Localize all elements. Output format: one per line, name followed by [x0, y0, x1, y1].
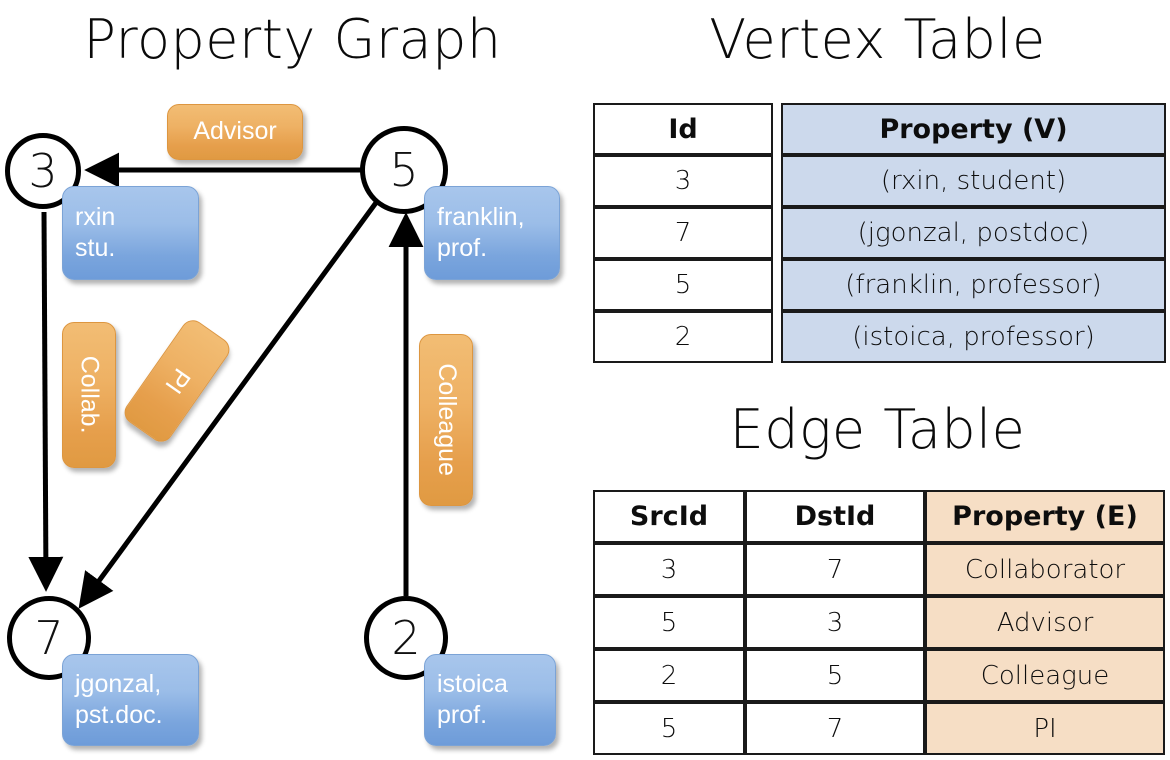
table-row[interactable]: 7 (jgonzal, postdoc)	[593, 207, 1166, 259]
table-row[interactable]: 2 (istoica, professor)	[593, 311, 1166, 363]
page-title-edge-table: Edge Table	[729, 398, 1026, 461]
graph-node-2-id: 2	[391, 611, 421, 665]
edge-row-3-property: PI	[925, 702, 1165, 755]
vertex-table-header-row: Id Property (V)	[593, 103, 1166, 155]
edge-tag-collab-text: Collab.	[75, 356, 104, 434]
page-title-vertex-table: Vertex Table	[709, 8, 1046, 71]
vertex-tag-istoica-line1: istoica	[437, 669, 508, 698]
table-row[interactable]: 5 (franklin, professor)	[593, 259, 1166, 311]
vertex-row-0-property: (rxin, student)	[781, 155, 1166, 207]
vertex-tag-franklin[interactable]: franklin, prof.	[424, 186, 560, 280]
vertex-tag-jgonzal[interactable]: jgonzal, pst.doc.	[62, 654, 199, 746]
edge-row-1-dst: 3	[745, 596, 925, 649]
vertex-table-column-gap	[773, 155, 781, 207]
page-title-property-graph: Property Graph	[83, 8, 502, 71]
edge-row-2-dst: 5	[745, 649, 925, 702]
edge-tag-pi-text: PI	[159, 363, 196, 400]
vertex-tag-istoica-line2: prof.	[437, 701, 488, 729]
table-row[interactable]: 5 7 PI	[593, 702, 1165, 755]
property-graph-canvas	[28, 152, 424, 609]
vertex-tag-jgonzal-line2: pst.doc.	[75, 701, 163, 729]
graph-node-3-id: 3	[28, 144, 58, 198]
table-row[interactable]: 3 (rxin, student)	[593, 155, 1166, 207]
vertex-table-column-gap	[773, 103, 781, 155]
edge-5-to-7-pi	[78, 198, 381, 609]
vertex-row-1-property: (jgonzal, postdoc)	[781, 207, 1166, 259]
vertex-tag-franklin-line1: franklin,	[437, 202, 525, 231]
edge-tag-colleague[interactable]: Colleague	[419, 334, 473, 506]
graph-node-5[interactable]: 5	[360, 126, 448, 214]
edge-row-2-property: Colleague	[925, 649, 1165, 702]
vertex-row-0-id: 3	[593, 155, 773, 207]
edge-row-0-property: Collaborator	[925, 543, 1165, 596]
vertex-tag-jgonzal-line1: jgonzal,	[75, 669, 162, 698]
vertex-row-2-property: (franklin, professor)	[781, 259, 1166, 311]
vertex-table-column-gap	[773, 311, 781, 363]
vertex-tag-rxin[interactable]: rxin stu.	[62, 186, 199, 280]
graph-node-2[interactable]: 2	[364, 596, 448, 680]
vertex-table-header-property: Property (V)	[781, 103, 1166, 155]
edge-tag-advisor[interactable]: Advisor	[167, 104, 303, 160]
table-row[interactable]: 3 7 Collaborator	[593, 543, 1165, 596]
edge-row-0-dst: 7	[745, 543, 925, 596]
edge-row-3-src: 5	[593, 702, 745, 755]
edge-table-header-dstid: DstId	[745, 490, 925, 543]
vertex-row-3-id: 2	[593, 311, 773, 363]
edge-row-3-dst: 7	[745, 702, 925, 755]
edge-table: SrcId DstId Property (E) 3 7 Collaborato…	[593, 490, 1165, 755]
vertex-tag-istoica[interactable]: istoica prof.	[424, 654, 556, 746]
vertex-table-column-gap	[773, 259, 781, 311]
vertex-row-3-property: (istoica, professor)	[781, 311, 1166, 363]
edge-row-2-src: 2	[593, 649, 745, 702]
vertex-table-column-gap	[773, 207, 781, 259]
graph-node-7-id: 7	[34, 611, 64, 665]
vertex-tag-franklin-line2: prof.	[437, 234, 488, 262]
edge-table-header-row: SrcId DstId Property (E)	[593, 490, 1165, 543]
vertex-table-header-id: Id	[593, 103, 773, 155]
vertex-row-1-id: 7	[593, 207, 773, 259]
table-row[interactable]: 2 5 Colleague	[593, 649, 1165, 702]
edge-table-header-property: Property (E)	[925, 490, 1165, 543]
edge-tag-colleague-text: Colleague	[432, 363, 461, 477]
edge-tag-collab[interactable]: Collab.	[62, 322, 116, 468]
edge-row-0-src: 3	[593, 543, 745, 596]
vertex-table: Id Property (V) 3 (rxin, student) 7 (jgo…	[593, 103, 1166, 363]
graph-node-5-id: 5	[389, 143, 419, 197]
edge-3-to-7-collab	[28, 211, 64, 592]
vertex-tag-rxin-line1: rxin	[75, 202, 116, 231]
edge-row-1-property: Advisor	[925, 596, 1165, 649]
edge-table-header-srcid: SrcId	[593, 490, 745, 543]
vertex-row-2-id: 5	[593, 259, 773, 311]
edge-row-1-src: 5	[593, 596, 745, 649]
table-row[interactable]: 5 3 Advisor	[593, 596, 1165, 649]
edge-tag-advisor-text: Advisor	[193, 117, 277, 146]
vertex-tag-rxin-line2: stu.	[75, 234, 116, 262]
